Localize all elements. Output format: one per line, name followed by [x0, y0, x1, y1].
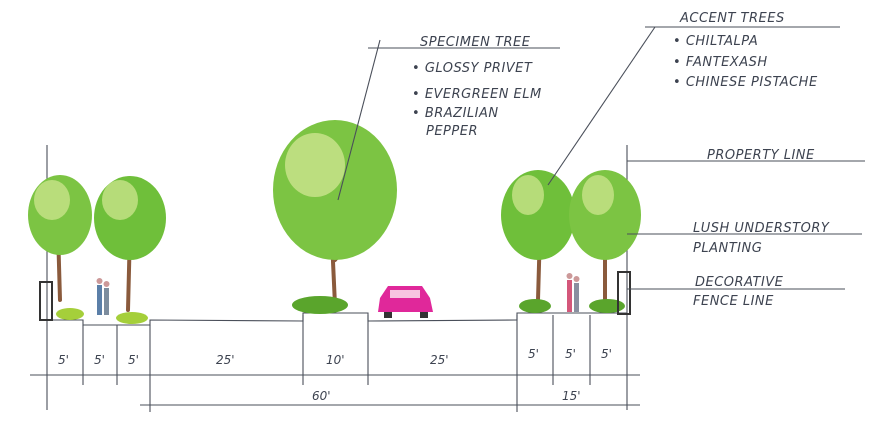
- accent-tree-2: [569, 170, 641, 302]
- specimen-item: PEPPER: [426, 124, 478, 139]
- specimen-tree: [273, 120, 397, 314]
- specimen-tree-title: SPECIMEN TREE: [420, 35, 531, 50]
- dimension-label: 5': [58, 353, 69, 367]
- fence-label: FENCE LINE: [693, 294, 774, 309]
- accent-tree-1: [501, 170, 575, 302]
- accent-item: • FANTEXASH: [673, 55, 768, 70]
- left-tree-2: [94, 176, 166, 312]
- leader-lines: [337, 26, 865, 290]
- understory-shrubs: [56, 299, 625, 324]
- dimension-label: 5': [94, 353, 105, 367]
- side-width-label: 15': [562, 389, 581, 403]
- dimension-label: 10': [326, 353, 345, 367]
- understory-label: LUSH UNDERSTORY: [693, 221, 830, 236]
- fence-label: DECORATIVE: [695, 275, 784, 290]
- accent-trees-title: ACCENT TREES: [679, 11, 785, 26]
- dimension-label: 5': [128, 353, 139, 367]
- pedestrians-right: [566, 273, 580, 312]
- right-fence: [617, 271, 631, 315]
- specimen-item: • GLOSSY PRIVET: [412, 61, 533, 76]
- dimension-label: 5': [565, 347, 576, 361]
- left-tree-1: [28, 175, 92, 302]
- specimen-item: • EVERGREEN ELM: [412, 87, 542, 102]
- accent-item: • CHINESE PISTACHE: [673, 75, 818, 90]
- specimen-item: • BRAZILIAN: [412, 106, 499, 121]
- dimension-lines: [30, 315, 640, 412]
- accent-item: • CHILTALPA: [673, 34, 758, 49]
- dimension-label: 25': [216, 353, 235, 367]
- understory-label: PLANTING: [693, 241, 762, 256]
- car: [378, 286, 433, 318]
- property-line-label: PROPERTY LINE: [707, 148, 815, 163]
- dimension-label: 5': [601, 347, 612, 361]
- total-width-label: 60': [312, 389, 331, 403]
- dimension-label: 25': [430, 353, 449, 367]
- left-fence: [39, 281, 53, 321]
- dimension-label: 5': [528, 347, 539, 361]
- pedestrians-left: [96, 278, 110, 315]
